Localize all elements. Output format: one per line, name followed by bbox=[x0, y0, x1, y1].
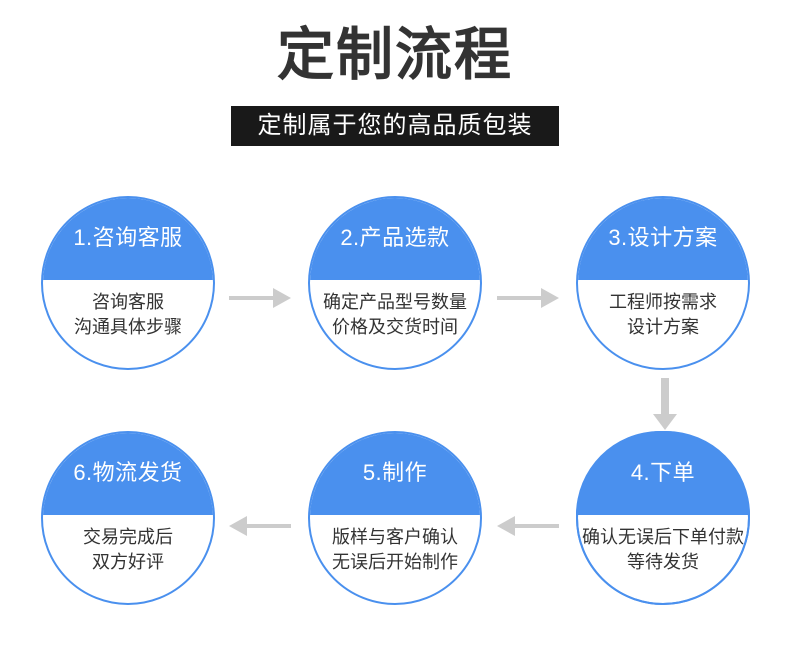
subtitle-text: 定制属于您的高品质包装 bbox=[257, 112, 533, 139]
flow-node-5-header: 5.制作 bbox=[310, 433, 480, 515]
flow-node-4-line-1: 确认无误后下单付款 bbox=[582, 527, 744, 547]
flow-node-1[interactable]: 1.咨询客服 咨询客服 沟通具体步骤 bbox=[41, 196, 215, 370]
flow-node-5-body: 版样与客户确认 无误后开始制作 bbox=[310, 517, 480, 603]
flow-node-1-header: 1.咨询客服 bbox=[43, 198, 213, 280]
flow-node-4[interactable]: 4.下单 确认无误后下单付款 等待发货 bbox=[576, 431, 750, 605]
arrow-left-icon-1 bbox=[497, 513, 559, 539]
flow-node-1-line-1: 咨询客服 bbox=[92, 292, 164, 312]
flow-node-6-line-1: 交易完成后 bbox=[83, 527, 173, 547]
flow-node-6[interactable]: 6.物流发货 交易完成后 双方好评 bbox=[41, 431, 215, 605]
arrow-down-icon-1 bbox=[652, 378, 678, 430]
flow-node-1-body: 咨询客服 沟通具体步骤 bbox=[43, 282, 213, 368]
flow-node-5[interactable]: 5.制作 版样与客户确认 无误后开始制作 bbox=[308, 431, 482, 605]
flow-node-3-header: 3.设计方案 bbox=[578, 198, 748, 280]
flow-node-3[interactable]: 3.设计方案 工程师按需求 设计方案 bbox=[576, 196, 750, 370]
flow-node-5-title: 5.制作 bbox=[362, 460, 428, 485]
flow-node-4-title: 4.下单 bbox=[630, 460, 696, 485]
flow-node-2[interactable]: 2.产品选款 确定产品型号数量 价格及交货时间 bbox=[308, 196, 482, 370]
subtitle-banner: 定制属于您的高品质包装 bbox=[231, 106, 559, 146]
flow-node-2-body: 确定产品型号数量 价格及交货时间 bbox=[310, 282, 480, 368]
flow-node-2-line-2: 价格及交货时间 bbox=[332, 317, 458, 337]
flow-node-5-line-2: 无误后开始制作 bbox=[332, 552, 458, 572]
arrow-right-icon-1 bbox=[229, 285, 291, 311]
flow-node-6-title: 6.物流发货 bbox=[73, 460, 183, 485]
flow-node-1-line-2: 沟通具体步骤 bbox=[74, 317, 182, 337]
arrow-left-icon-2 bbox=[229, 513, 291, 539]
flow-node-4-line-2: 等待发货 bbox=[627, 552, 699, 572]
flow-node-3-body: 工程师按需求 设计方案 bbox=[578, 282, 748, 368]
flow-node-2-line-1: 确定产品型号数量 bbox=[323, 292, 467, 312]
arrow-right-icon-2 bbox=[497, 285, 559, 311]
page-header: 定制流程 bbox=[0, 0, 790, 90]
flow-node-3-title: 3.设计方案 bbox=[608, 225, 718, 250]
page-title: 定制流程 bbox=[277, 23, 513, 87]
flow-node-6-body: 交易完成后 双方好评 bbox=[43, 517, 213, 603]
flow-node-4-body: 确认无误后下单付款 等待发货 bbox=[564, 517, 762, 603]
flow-node-2-title: 2.产品选款 bbox=[340, 225, 450, 250]
flow-node-3-line-1: 工程师按需求 bbox=[609, 292, 717, 312]
flow-node-6-line-2: 双方好评 bbox=[92, 552, 164, 572]
flow-node-1-title: 1.咨询客服 bbox=[73, 225, 183, 250]
flow-node-5-line-1: 版样与客户确认 bbox=[332, 527, 458, 547]
flow-node-2-header: 2.产品选款 bbox=[310, 198, 480, 280]
flow-node-4-header: 4.下单 bbox=[576, 431, 750, 515]
flow-node-3-line-2: 设计方案 bbox=[627, 317, 699, 337]
flow-node-6-header: 6.物流发货 bbox=[43, 433, 213, 515]
